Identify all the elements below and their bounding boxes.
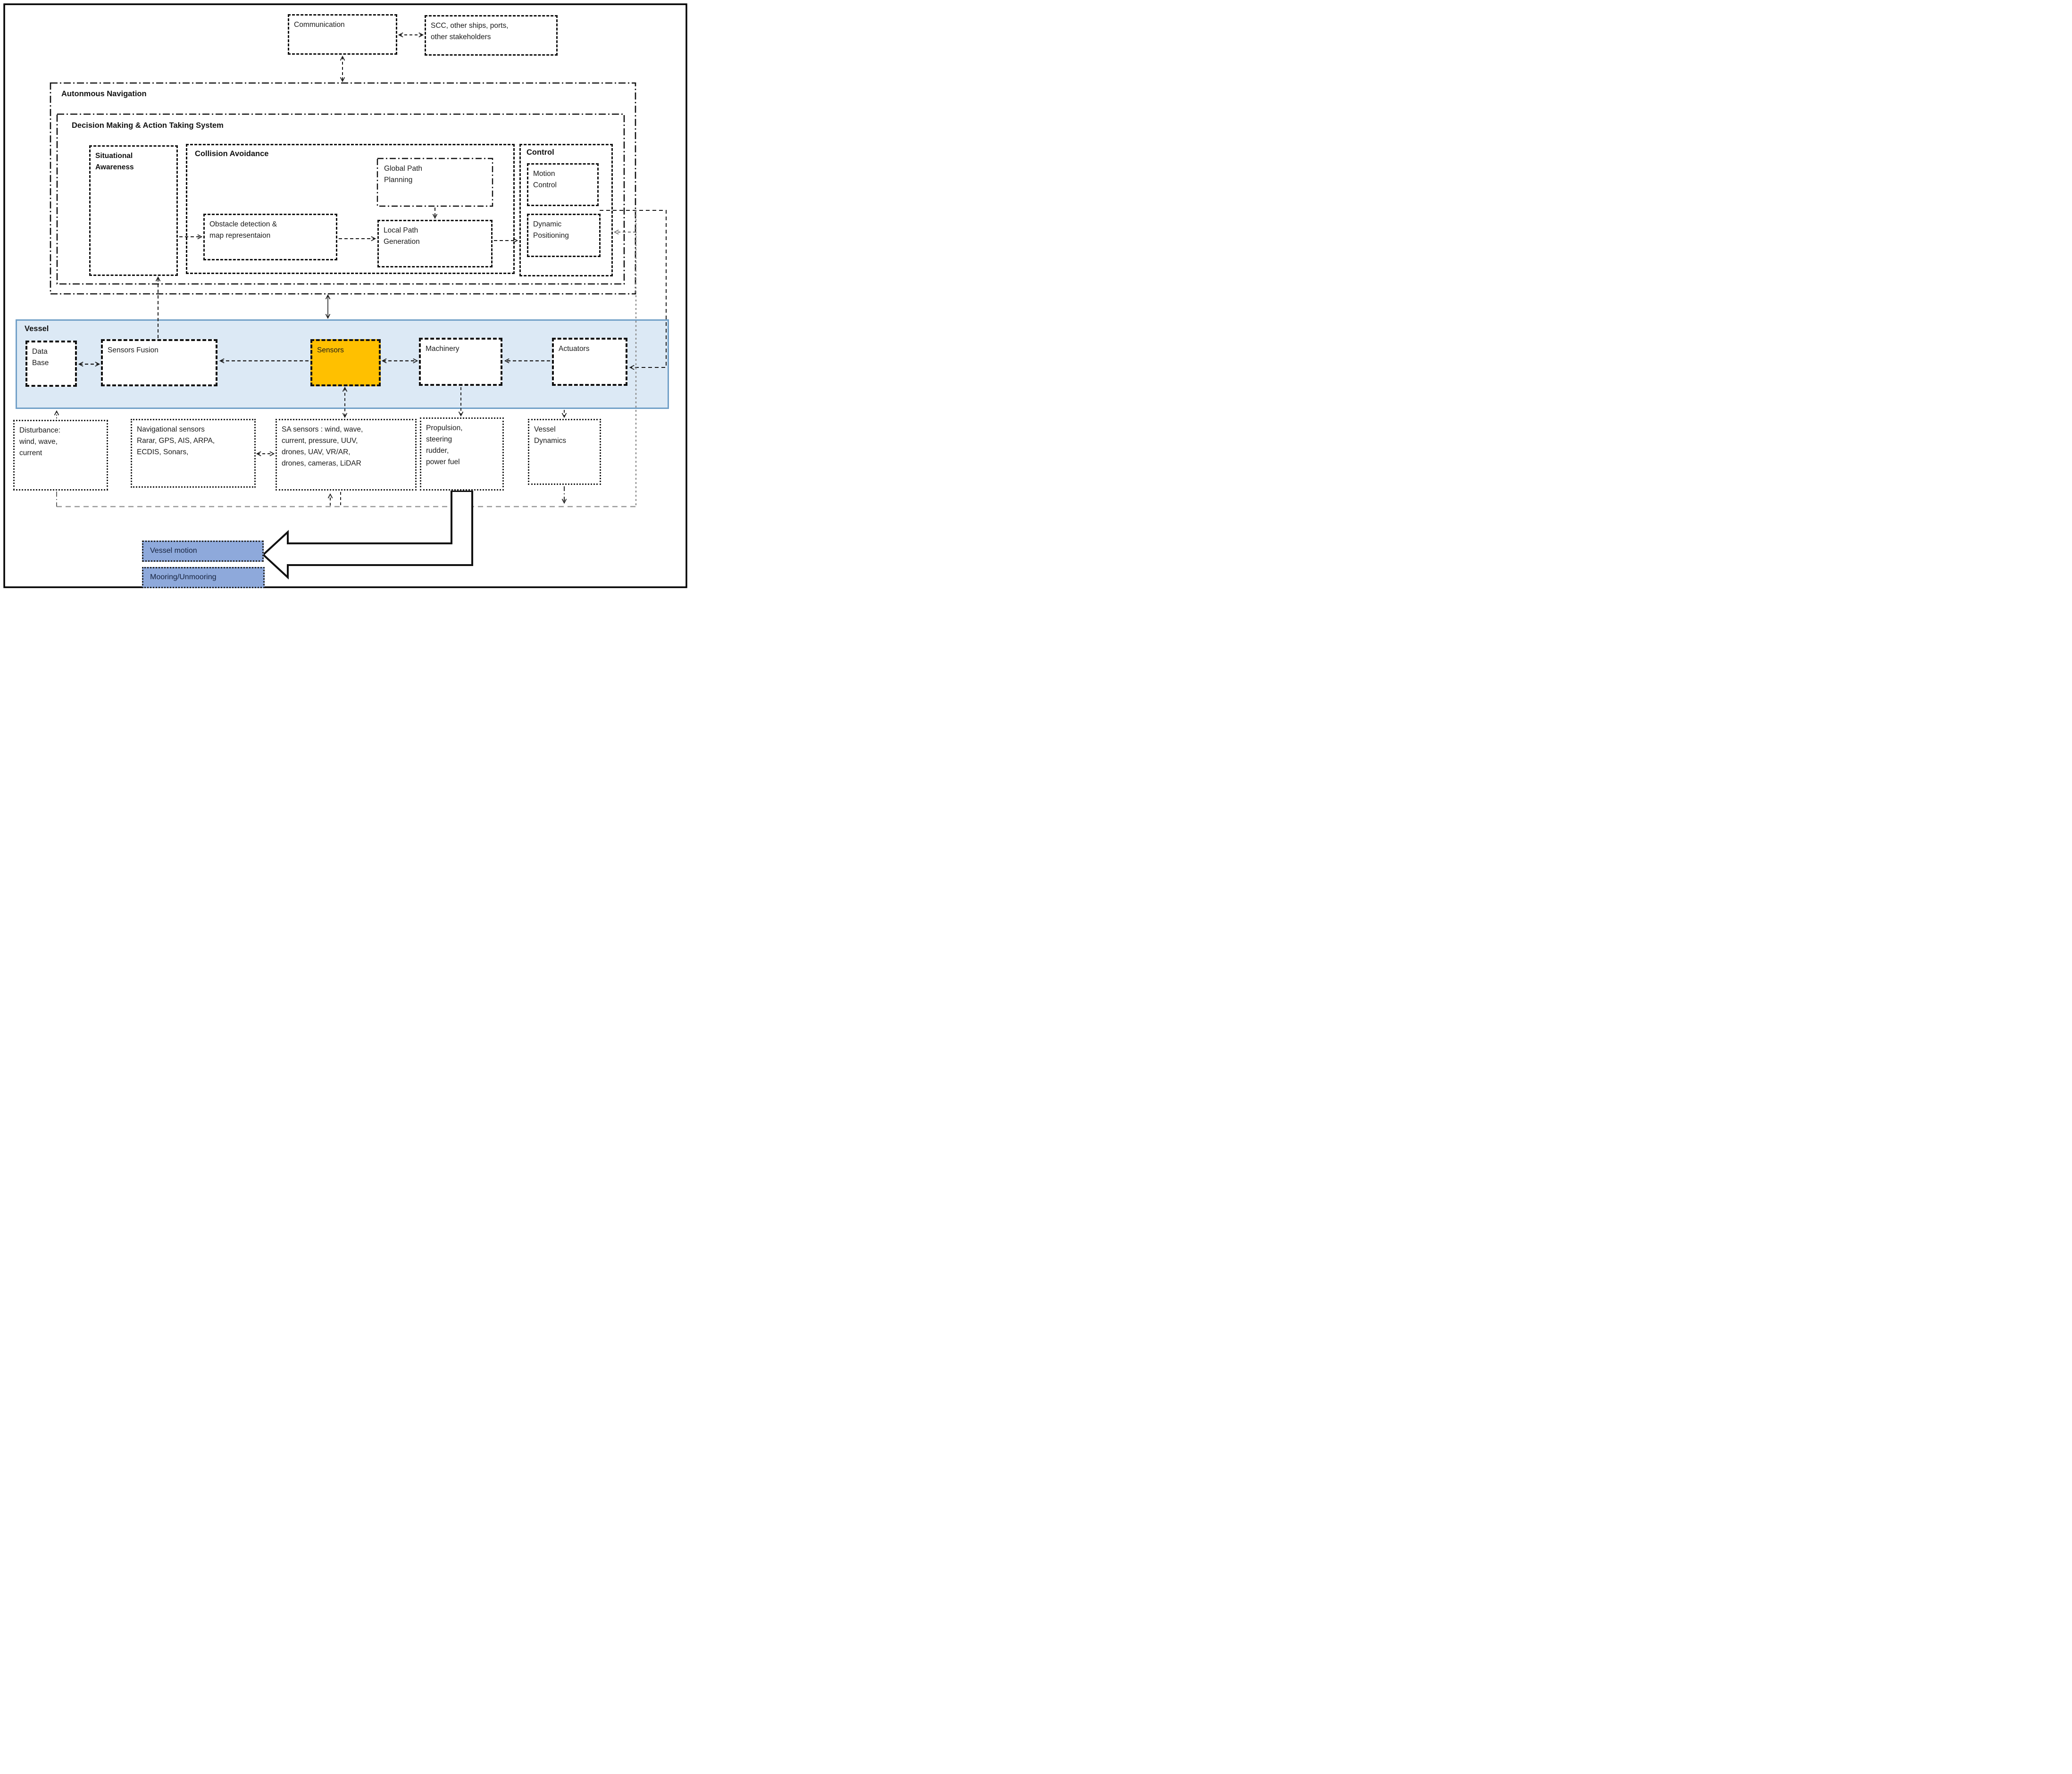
database-label: Data Base	[32, 348, 49, 367]
collision-avoidance-box[interactable]	[186, 144, 515, 274]
obstacle-detection-label: Obstacle detection & map representaion	[209, 220, 277, 240]
decision-arrows	[158, 208, 517, 338]
autonomous-navigation-label: Autonmous Navigation	[61, 90, 147, 98]
decision-making-label: Decision Making & Action Taking System	[72, 121, 224, 130]
sensors-fusion-label: Sensors Fusion	[108, 346, 159, 354]
motion-control-label: Motion Control	[533, 170, 557, 190]
collision-avoidance-label: Collision Avoidance	[195, 150, 269, 158]
disturbance-box[interactable]: Disturbance: wind, wave, current	[13, 420, 108, 491]
actuators-box[interactable]: Actuators	[552, 338, 627, 386]
dynamic-positioning-label: Dynamic Positioning	[533, 220, 569, 240]
mooring-label: Mooring/Unmooring	[150, 573, 217, 582]
vessel-row-arrows	[79, 361, 550, 364]
control-box[interactable]	[519, 144, 613, 276]
sa-sensors-box[interactable]: SA sensors : wind, wave, current, pressu…	[276, 419, 417, 491]
situational-awareness-box[interactable]: Situational Awareness	[89, 145, 178, 276]
sensors-label: Sensors	[317, 346, 344, 354]
diagram-canvas: Autonmous Navigation Decision Making & A…	[0, 0, 691, 591]
propulsion-box[interactable]: Propulsion, steering rudder, power fuel	[420, 417, 504, 491]
navigational-sensors-box[interactable]: Navigational sensors Rarar, GPS, AIS, AR…	[131, 419, 256, 488]
autonomous-navigation-border	[50, 82, 636, 295]
navigational-sensors-label: Navigational sensors Rarar, GPS, AIS, AR…	[137, 425, 215, 457]
machinery-box[interactable]: Machinery	[419, 338, 502, 386]
communication-label: Communication	[294, 21, 345, 29]
line-motioncontrol-actuators	[600, 210, 667, 367]
vessel-motion-label: Vessel motion	[150, 547, 197, 555]
local-path-generation-label: Local Path Generation	[384, 226, 420, 246]
control-label: Control	[526, 148, 554, 157]
connector-layer	[3, 3, 687, 588]
sensors-box[interactable]: Sensors	[310, 339, 381, 386]
block-arrow-propulsion-motion	[262, 490, 473, 580]
scc-box[interactable]: SCC, other ships, ports, other stakehold…	[425, 15, 558, 56]
outer-frame	[3, 3, 687, 588]
sa-sensors-label: SA sensors : wind, wave, current, pressu…	[282, 425, 363, 468]
band-bottom-links	[57, 387, 564, 506]
local-path-generation-box[interactable]: Local Path Generation	[377, 220, 493, 267]
communication-box[interactable]: Communication	[288, 14, 397, 55]
motion-control-box[interactable]: Motion Control	[527, 163, 599, 206]
obstacle-detection-box[interactable]: Obstacle detection & map representaion	[203, 214, 337, 260]
actuators-label: Actuators	[559, 345, 590, 353]
sensors-fusion-box[interactable]: Sensors Fusion	[101, 339, 217, 386]
mooring-box[interactable]: Mooring/Unmooring	[142, 567, 265, 588]
scc-label: SCC, other ships, ports, other stakehold…	[431, 22, 509, 42]
propulsion-label: Propulsion, steering rudder, power fuel	[426, 424, 463, 466]
machinery-label: Machinery	[426, 345, 460, 353]
disturbance-label: Disturbance: wind, wave, current	[19, 426, 61, 458]
vessel-label: Vessel	[25, 325, 49, 333]
global-path-planning-label: Global Path Planning	[384, 165, 422, 184]
vessel-motion-box[interactable]: Vessel motion	[142, 541, 264, 562]
vessel-dynamics-label: Vessel Dynamics	[534, 425, 567, 445]
vessel-dynamics-box[interactable]: Vessel Dynamics	[528, 419, 601, 485]
global-path-planning-box[interactable]: Global Path Planning	[377, 158, 493, 206]
dynamic-positioning-box[interactable]: Dynamic Positioning	[527, 214, 601, 257]
right-routing	[56, 210, 667, 508]
situational-awareness-label: Situational Awareness	[95, 152, 134, 172]
top-arrows	[328, 35, 423, 318]
database-box[interactable]: Data Base	[25, 341, 77, 387]
